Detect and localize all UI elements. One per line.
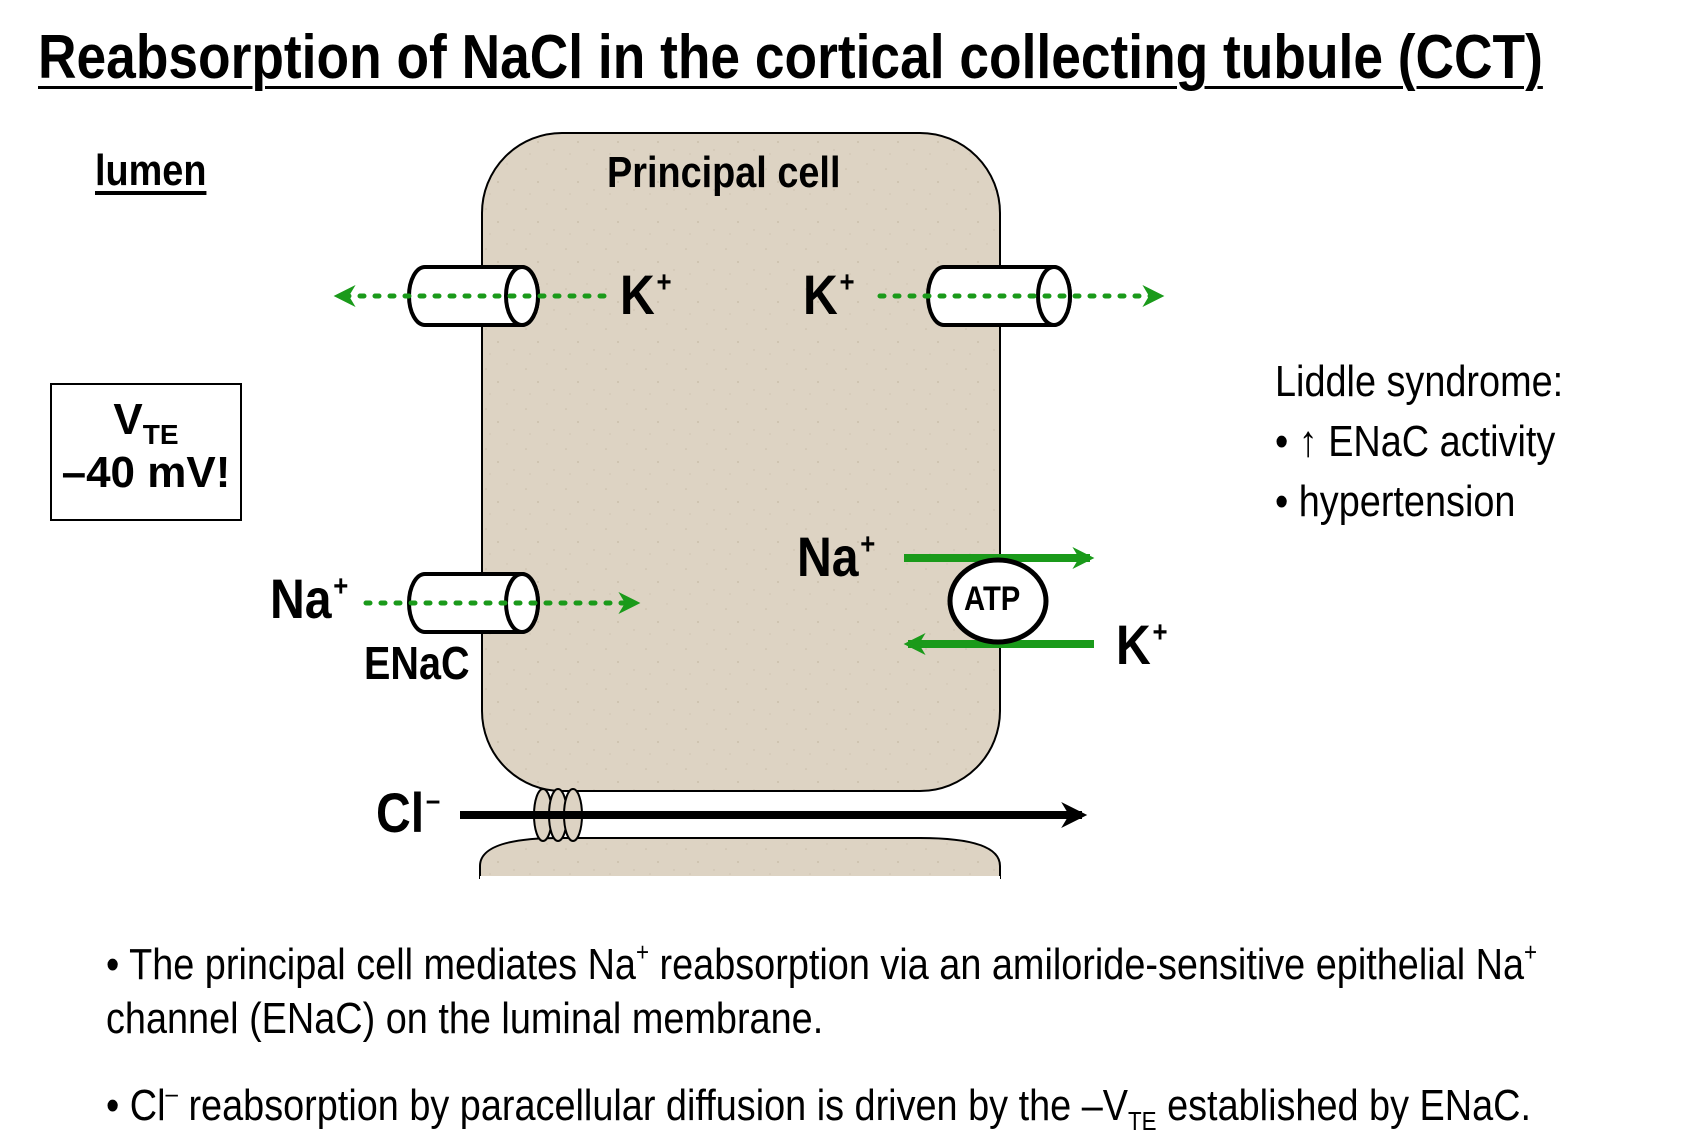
- page-title: Reabsorption of NaCl in the cortical col…: [38, 23, 1543, 92]
- note-1: • The principal cell mediates Na+ reabso…: [106, 937, 1538, 989]
- na-k-atpase-icon: [947, 557, 1049, 645]
- liddle-heading: Liddle syndrome:: [1275, 357, 1564, 406]
- vte-value: –40 mV!: [61, 448, 231, 497]
- k-luminal-label: K+: [620, 263, 672, 326]
- k-basolateral-label: K+: [803, 263, 855, 326]
- lumen-label: lumen: [95, 146, 207, 195]
- principal-cell-body: [481, 132, 1001, 792]
- cl-label: Cl–: [376, 781, 441, 844]
- vte-box: VTE –40 mV!: [50, 383, 242, 521]
- principal-cell-label: Principal cell: [607, 148, 841, 197]
- cct-diagram: [333, 132, 1165, 880]
- atp-label: ATP: [964, 580, 1021, 618]
- luminal-k-channel-icon: [407, 265, 540, 327]
- k-pump-label: K+: [1116, 613, 1168, 676]
- neighbor-cell-body: [479, 837, 1001, 879]
- na-luminal-label: Na+: [270, 567, 349, 630]
- note-2: • Cl– reabsorption by paracellular diffu…: [106, 1078, 1531, 1136]
- enac-label: ENaC: [364, 637, 470, 689]
- liddle-syndrome-note: Liddle syndrome: • ↑ ENaC activity • hyp…: [1275, 352, 1563, 532]
- liddle-item: • ↑ ENaC activity: [1275, 417, 1556, 466]
- liddle-item: • hypertension: [1275, 477, 1516, 526]
- na-pump-label: Na+: [797, 525, 876, 588]
- notes: • The principal cell mediates Na+ reabso…: [106, 925, 1537, 1148]
- note-1-line-2: channel (ENaC) on the luminal membrane.: [106, 994, 824, 1043]
- vte-symbol: VTE: [113, 395, 179, 450]
